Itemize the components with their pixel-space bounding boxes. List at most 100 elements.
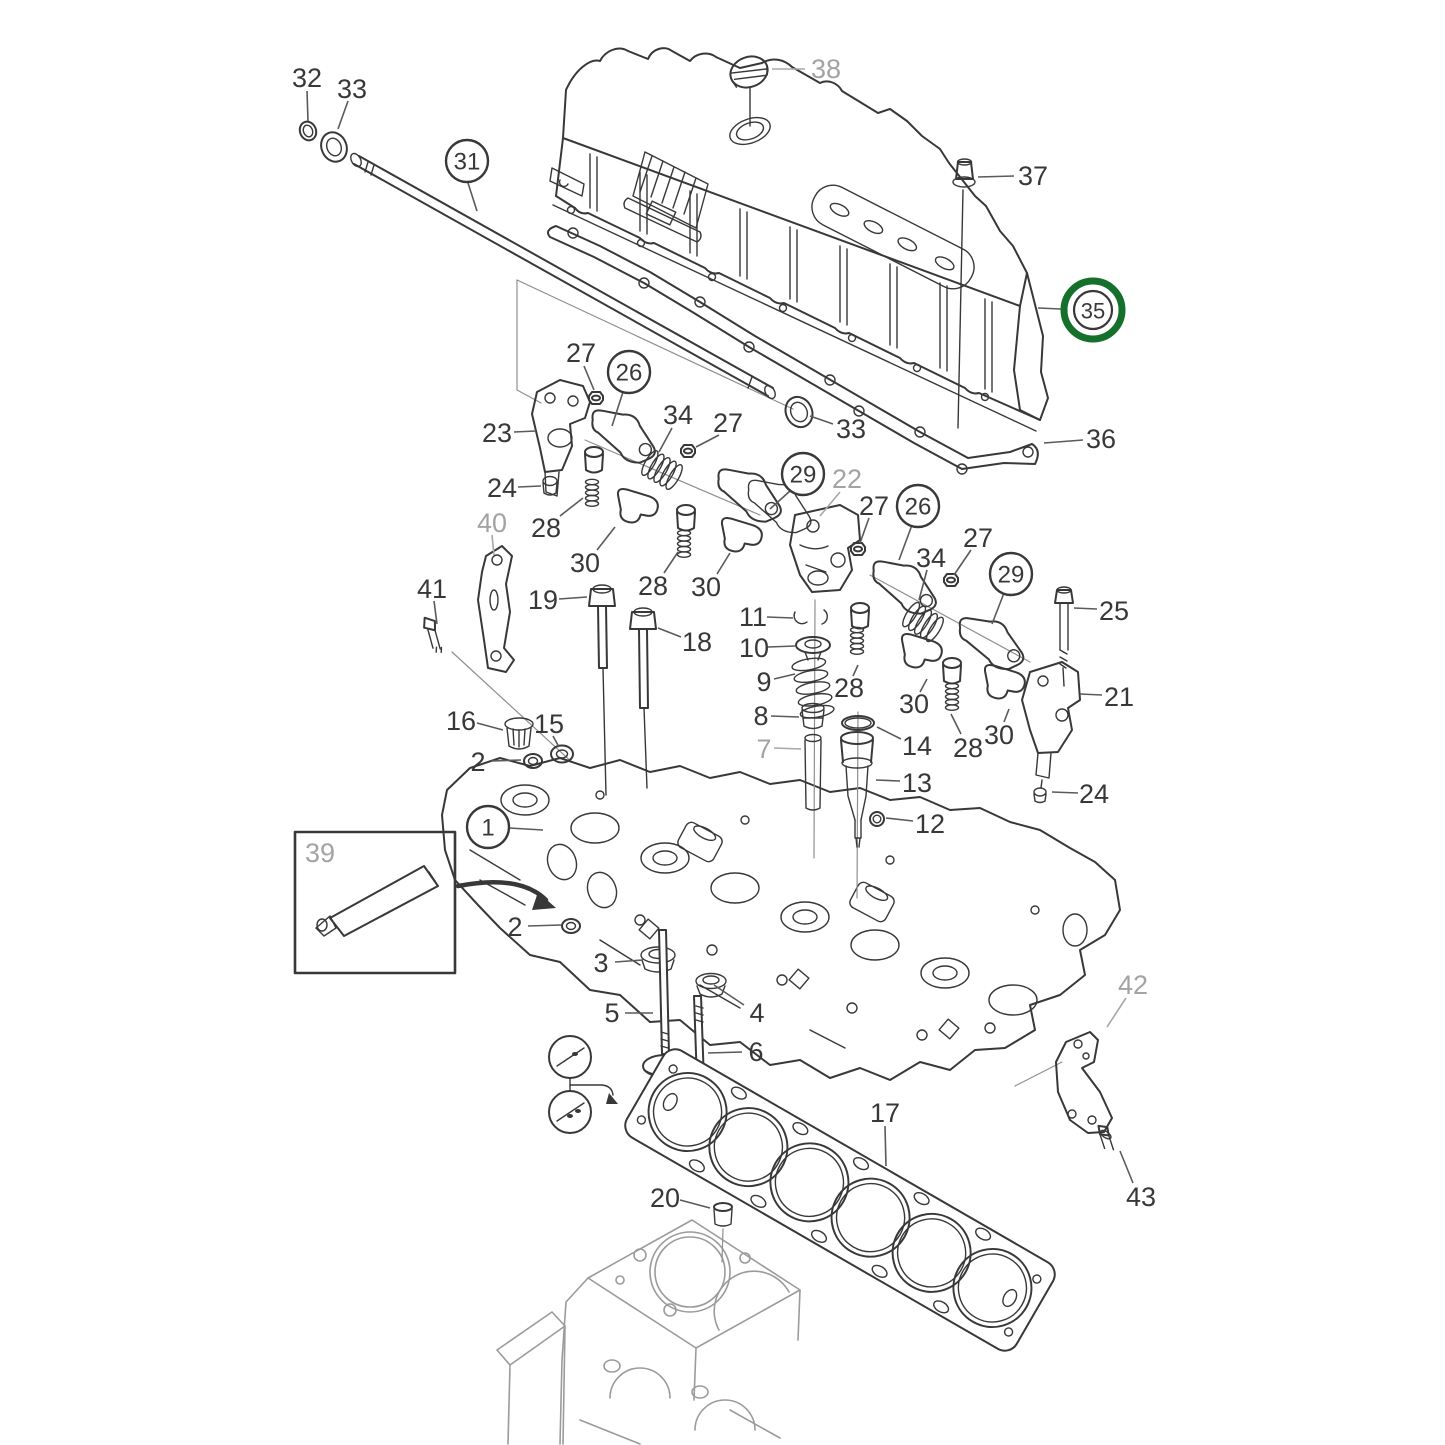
callout-26: 26 — [606, 349, 652, 427]
callout-18: 18 — [657, 627, 712, 657]
part-number-41: 41 — [417, 574, 447, 604]
part-number-29: 29 — [998, 562, 1025, 589]
callout-10: 10 — [739, 633, 796, 663]
callout-9: 9 — [756, 667, 796, 697]
rocker-shaft-drawing — [298, 120, 814, 429]
valve-cover-drawing — [549, 47, 1049, 432]
part-number-24: 24 — [487, 473, 517, 503]
callout-28: 28 — [531, 497, 584, 543]
part-number-18: 18 — [682, 627, 712, 657]
callout-41: 41 — [417, 574, 447, 625]
callout-27: 27 — [953, 523, 993, 576]
part-number-14: 14 — [902, 731, 932, 761]
callout-2: 2 — [470, 747, 522, 777]
part-number-20: 20 — [650, 1183, 680, 1213]
part-number-27: 27 — [963, 523, 993, 553]
plug-and-seals-drawing — [504, 717, 581, 934]
engine-block-drawing — [496, 1219, 801, 1445]
part-number-1: 1 — [481, 815, 494, 842]
part-number-35: 35 — [1081, 299, 1105, 324]
part-number-11: 11 — [739, 602, 767, 632]
part-number-2: 2 — [507, 912, 522, 942]
callout-28: 28 — [834, 664, 864, 703]
cup-plug-drawing — [713, 1202, 733, 1263]
part-number-5: 5 — [604, 998, 619, 1028]
part-number-8: 8 — [753, 701, 768, 731]
part-number-27: 27 — [859, 491, 889, 521]
part-number-39: 39 — [305, 838, 335, 868]
cylinder-head-drawing — [441, 757, 1121, 1081]
part-number-10: 10 — [739, 633, 769, 663]
part-number-26: 26 — [905, 494, 932, 521]
part-number-37: 37 — [1018, 161, 1048, 191]
callout-27: 27 — [695, 408, 743, 448]
cover-gasket-drawing — [547, 225, 1039, 475]
part-number-24: 24 — [1079, 779, 1109, 809]
callout-13: 13 — [875, 768, 932, 798]
injector-drawing — [840, 711, 885, 899]
part-number-4: 4 — [749, 998, 764, 1028]
part-number-30: 30 — [899, 689, 929, 719]
callout-24: 24 — [487, 473, 542, 503]
callout-23: 23 — [482, 418, 537, 448]
callout-12: 12 — [885, 809, 945, 839]
part-number-16: 16 — [446, 706, 476, 736]
lift-bracket-drawing — [423, 545, 515, 673]
part-number-42: 42 — [1118, 970, 1148, 1000]
callout-20: 20 — [650, 1183, 711, 1213]
callout-22: 22 — [819, 464, 862, 517]
oil-filler-cap-drawing — [729, 55, 769, 127]
callout-26: 26 — [895, 483, 941, 561]
part-number-9: 9 — [756, 667, 771, 697]
callout-34: 34 — [916, 543, 946, 601]
callout-8: 8 — [753, 701, 800, 731]
callout-28: 28 — [950, 713, 983, 763]
callout-30: 30 — [984, 708, 1014, 750]
part-number-34: 34 — [663, 400, 693, 430]
callout-28: 28 — [638, 551, 679, 601]
part-number-19: 19 — [528, 585, 558, 615]
callout-7: 7 — [756, 734, 802, 764]
part-number-33: 33 — [836, 414, 866, 444]
head-bolts-drawing — [588, 584, 657, 796]
callout-30: 30 — [691, 552, 731, 602]
part-number-31: 31 — [454, 149, 481, 176]
valve-stack-drawing — [791, 599, 835, 859]
callout-36: 36 — [1043, 424, 1116, 454]
diagram-line-art — [293, 47, 1121, 1445]
sealant-box-drawing — [293, 830, 556, 975]
part-number-25: 25 — [1099, 596, 1129, 626]
part-number-38: 38 — [811, 54, 841, 84]
callout-33: 33 — [337, 74, 367, 130]
callout-21: 21 — [1079, 682, 1134, 712]
center-stand-drawing — [789, 504, 861, 593]
left-rocker-cluster-drawing — [531, 379, 822, 562]
part-number-28: 28 — [531, 513, 561, 543]
part-number-34: 34 — [916, 543, 946, 573]
callout-37: 37 — [977, 161, 1048, 191]
part-number-2: 2 — [470, 747, 485, 777]
part-number-17: 17 — [870, 1098, 900, 1128]
right-rocker-cluster-drawing — [849, 542, 1081, 804]
rear-bracket-drawing — [1055, 1031, 1115, 1151]
part-number-28: 28 — [834, 673, 864, 703]
part-number-40: 40 — [477, 508, 507, 538]
callout-14: 14 — [876, 726, 932, 761]
callout-33: 33 — [809, 414, 866, 444]
part-number-13: 13 — [902, 768, 932, 798]
callout-5: 5 — [604, 998, 653, 1028]
part-number-30: 30 — [691, 572, 721, 602]
callout-2: 2 — [507, 912, 562, 942]
part-number-12: 12 — [915, 809, 945, 839]
part-number-27: 27 — [566, 338, 596, 368]
callout-11: 11 — [739, 602, 794, 632]
callout-15: 15 — [534, 709, 564, 748]
callout-24: 24 — [1051, 779, 1109, 809]
part-number-27: 27 — [713, 408, 743, 438]
callout-19: 19 — [528, 585, 588, 615]
part-number-7: 7 — [756, 734, 771, 764]
callout-31: 31 — [444, 138, 490, 212]
callout-43: 43 — [1119, 1150, 1156, 1212]
